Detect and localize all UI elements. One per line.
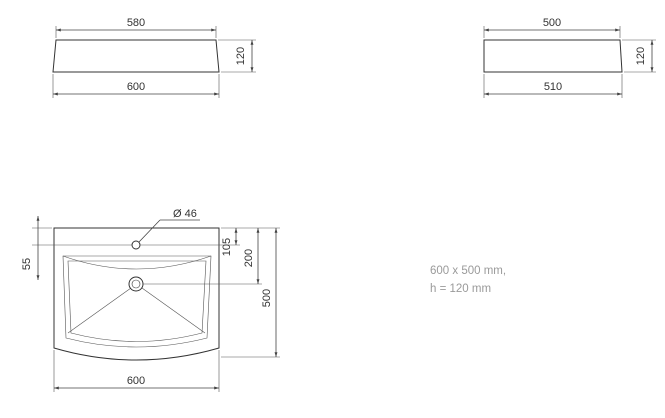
diameter-leader (138, 219, 161, 243)
spec-note: 600 x 500 mm, h = 120 mm (430, 262, 506, 298)
side-view: 500 510 120 (483, 17, 656, 98)
side-bottom-width-label: 510 (544, 81, 562, 93)
hole-diameter-label: Ø 46 (173, 208, 197, 220)
tap-hole-icon (131, 240, 141, 250)
front-bottom-width-label: 600 (127, 81, 145, 93)
drain-icon (128, 276, 144, 292)
side-view-body (483, 39, 623, 73)
top-view: Ø 46 105 200 500 55 600 (21, 208, 280, 392)
slope-line-right (141, 287, 206, 334)
front-view: 580 600 120 (52, 17, 256, 98)
basin-back-slope (62, 255, 212, 270)
front-top-width-label: 580 (127, 17, 145, 29)
dim-200-label: 200 (243, 249, 255, 267)
basin-inner-rim-2 (67, 260, 207, 342)
basin-inner-rim (62, 255, 212, 348)
dim-600-label: 600 (127, 375, 145, 387)
dim-105-label: 105 (221, 238, 233, 256)
spec-size-text: 600 x 500 mm, (430, 265, 507, 277)
side-height-label: 120 (635, 47, 647, 65)
spec-height-text: h = 120 mm (430, 283, 492, 295)
front-view-body (52, 39, 220, 73)
dim-500-label: 500 (261, 289, 273, 307)
front-height-label: 120 (235, 47, 247, 65)
dim-55-label: 55 (21, 258, 33, 270)
slope-line-left (67, 287, 132, 334)
side-top-width-label: 500 (543, 17, 561, 29)
